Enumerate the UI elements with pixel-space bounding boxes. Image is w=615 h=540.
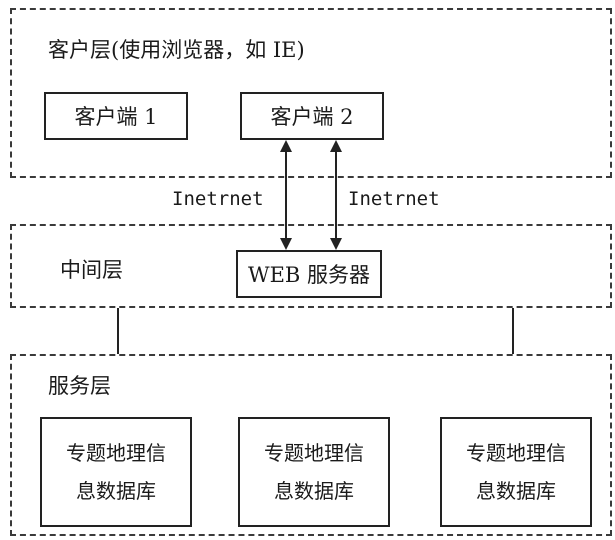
bidirectional-arrow-right xyxy=(330,140,342,250)
middle-layer xyxy=(10,224,612,308)
client-2-node: 客户端 2 xyxy=(240,92,384,140)
database-node-1-line1: 专题地理信 xyxy=(66,441,166,465)
web-server-node: WEB 服务器 xyxy=(236,250,382,298)
service-layer-label: 服务层 xyxy=(48,374,111,398)
database-node-1-line2: 息数据库 xyxy=(76,479,156,503)
database-node-2-line2: 息数据库 xyxy=(274,479,354,503)
database-node-3-line2: 息数据库 xyxy=(476,479,556,503)
database-node-3-line1: 专题地理信 xyxy=(466,441,566,465)
middle-layer-label: 中间层 xyxy=(60,258,123,282)
database-node-2-line1: 专题地理信 xyxy=(264,441,364,465)
link-label-right: Inetrnet xyxy=(348,188,440,210)
database-node-2: 专题地理信 息数据库 xyxy=(238,417,390,527)
database-node-3: 专题地理信 息数据库 xyxy=(440,417,592,527)
client-layer-label: 客户层(使用浏览器，如 IE) xyxy=(48,38,305,62)
bidirectional-arrow-left xyxy=(280,140,292,250)
client-1-node: 客户端 1 xyxy=(44,92,188,140)
client-layer xyxy=(10,8,612,178)
link-label-left: Inetrnet xyxy=(172,188,264,210)
service-layer xyxy=(10,354,612,536)
database-node-1: 专题地理信 息数据库 xyxy=(40,417,192,527)
